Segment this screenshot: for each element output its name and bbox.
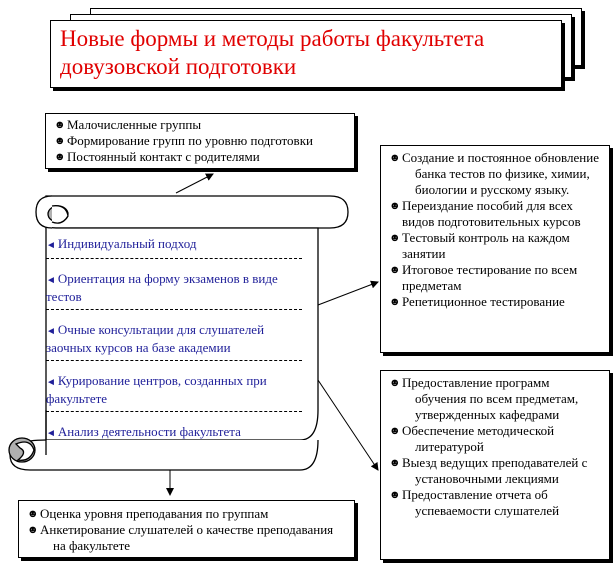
arrow-to-top-box <box>175 173 214 194</box>
smiley-bullet-icon: ☻ <box>27 508 39 520</box>
smiley-bullet-icon: ☻ <box>54 135 66 147</box>
smiley-bullet-icon: ☻ <box>389 296 401 308</box>
diagram-title: Новые формы и методы работы факультета д… <box>60 26 485 79</box>
scroll-item: ◄Очные консультации для слушателей заочн… <box>46 310 302 361</box>
list-item: ☻Предоставление отчета об успеваемости с… <box>389 487 560 518</box>
triangle-marker-icon: ◄ <box>46 240 56 251</box>
list-item: ☻Переиздание пособий для всех видов подг… <box>389 198 581 229</box>
smiley-bullet-icon: ☻ <box>54 151 66 163</box>
scroll-items: ◄Индивидуальный подход ◄Ориентация на фо… <box>46 232 302 446</box>
list-item: ☻Малочисленные группы <box>54 117 202 132</box>
list-item: ☻Обеспечение методической литературой <box>389 423 555 454</box>
list-item: ☻Анкетирование слушателей о качестве пре… <box>27 522 334 553</box>
list-item: ☻Итоговое тестирование по всем предметам <box>389 262 578 293</box>
smiley-bullet-icon: ☻ <box>389 264 401 276</box>
list-item: ☻Репетиционное тестирование <box>389 294 565 309</box>
smiley-bullet-icon: ☻ <box>54 119 66 131</box>
tests-box: ☻Создание и постоянное обновление банка … <box>380 145 610 353</box>
list-item: ☻Тестовый контроль на каждом занятии <box>389 230 570 261</box>
triangle-marker-icon: ◄ <box>46 326 56 337</box>
scroll-item: ◄Индивидуальный подход <box>46 232 302 259</box>
triangle-marker-icon: ◄ <box>46 377 56 388</box>
scroll-shape <box>8 195 349 471</box>
arrow-to-tests-box <box>317 280 379 306</box>
title-card <box>50 20 562 88</box>
connectors <box>166 173 379 496</box>
top-box: ☻Малочисленные группы ☻Формирование груп… <box>45 113 355 169</box>
list-item: ☻Выезд ведущих преподавателей с установо… <box>389 455 588 486</box>
arrow-to-programs-box <box>317 379 379 471</box>
bottom-box: ☻Оценка уровня преподавания по группам ☻… <box>18 500 355 558</box>
triangle-marker-icon: ◄ <box>46 428 56 439</box>
triangle-marker-icon: ◄ <box>46 275 56 286</box>
programs-box: ☻Предоставление программ обучения по все… <box>380 370 610 560</box>
scroll-item: ◄Ориентация на форму экзаменов в виде те… <box>46 259 302 310</box>
list-item: ☻Постоянный контакт с родителями <box>54 149 260 164</box>
list-item: ☻Создание и постоянное обновление банка … <box>389 150 599 197</box>
smiley-bullet-icon: ☻ <box>389 200 401 212</box>
smiley-bullet-icon: ☻ <box>389 232 401 244</box>
list-item: ☻Предоставление программ обучения по все… <box>389 375 579 422</box>
list-item: ☻Оценка уровня преподавания по группам <box>27 506 269 521</box>
list-item: ☻Формирование групп по уровню подготовки <box>54 133 313 148</box>
scroll-item: ◄Курирование центров, созданных при факу… <box>46 361 302 412</box>
scroll-item: ◄Анализ деятельности факультета <box>46 424 241 439</box>
